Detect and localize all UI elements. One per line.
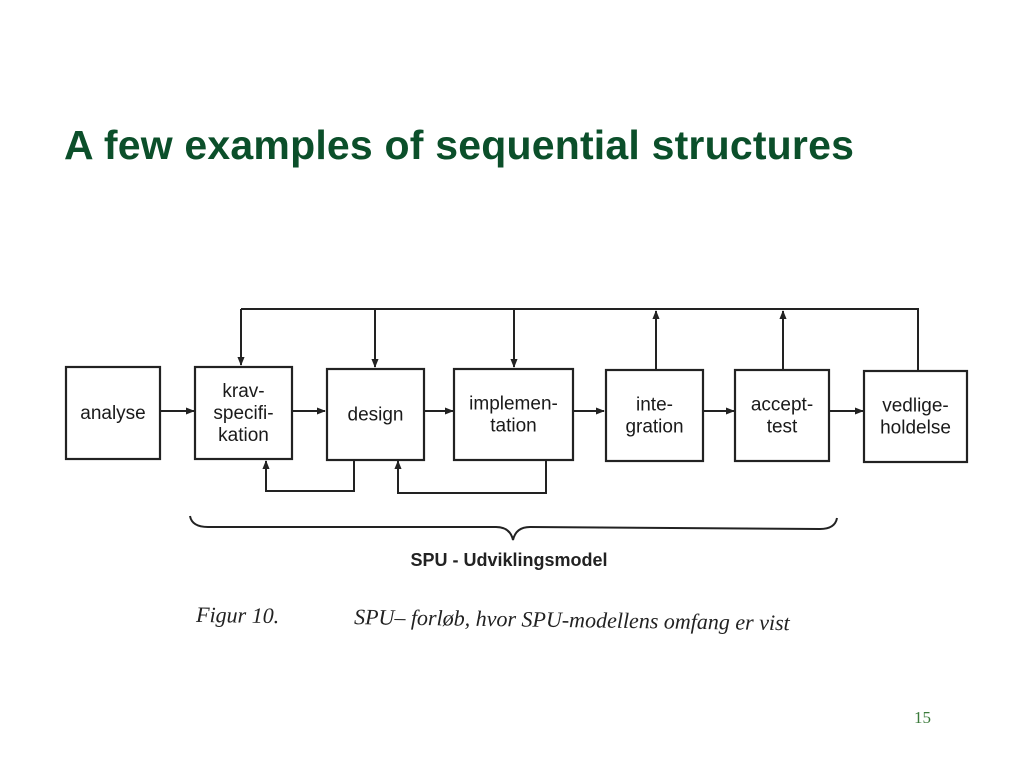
box-design-frame	[325, 367, 426, 462]
figure-caption: Figur 10. SPU– forløb, hvor SPU-modellen…	[195, 602, 791, 635]
box-kravspecifikation-label: krav-	[222, 381, 264, 402]
box-vedligeholdelse-label: holdelse	[880, 418, 951, 439]
box-vedligeholdelse: vedlige-holdelse	[862, 369, 969, 464]
box-implementation: implemen-tation	[452, 367, 575, 462]
box-implementation-frame	[452, 367, 575, 462]
process-boxes: analyse krav-specifi-kation design implemen…	[64, 365, 969, 464]
box-vedligeholdelse-label: vedlige-	[882, 396, 949, 417]
slide-title: A few examples of sequential structures	[64, 122, 855, 168]
loop-design-to-krav	[262, 460, 355, 492]
bottom-loops	[262, 460, 547, 494]
box-kravspecifikation: krav-specifi-kation	[193, 365, 294, 461]
box-kravspecifikation-label: specifi-	[213, 403, 273, 424]
box-accepttest: accept-test	[733, 368, 831, 463]
box-design: design	[325, 367, 426, 462]
box-implementation-label: tation	[490, 416, 536, 437]
box-accepttest-label: accept-	[751, 395, 813, 416]
box-integration-label: inte-	[636, 395, 673, 416]
caption-text: SPU– forløb, hvor SPU-modellens omfang e…	[354, 604, 791, 635]
box-design-label: design	[348, 405, 404, 426]
loop-implementation-to-design	[394, 460, 547, 494]
caption-figure-number: Figur 10.	[195, 602, 279, 628]
box-kravspecifikation-frame	[193, 365, 294, 461]
box-kravspecifikation-label: kation	[218, 425, 269, 446]
box-integration-frame	[604, 368, 705, 463]
box-accepttest-frame	[733, 368, 831, 463]
spu-model-brace	[189, 515, 838, 541]
page-number: 15	[914, 708, 931, 727]
box-analyse-frame	[64, 365, 162, 461]
feedback-bus-line	[241, 308, 919, 370]
box-analyse-label: analyse	[80, 403, 146, 424]
feedback-bus	[237, 308, 919, 370]
box-integration-label: gration	[625, 417, 683, 438]
box-integration: inte-gration	[604, 368, 705, 463]
box-accepttest-label: test	[767, 417, 798, 438]
box-implementation-label: implemen-	[469, 394, 558, 415]
box-analyse: analyse	[64, 365, 162, 461]
spu-model-label: SPU - Udviklingsmodel	[410, 550, 607, 570]
box-vedligeholdelse-frame	[862, 369, 969, 464]
